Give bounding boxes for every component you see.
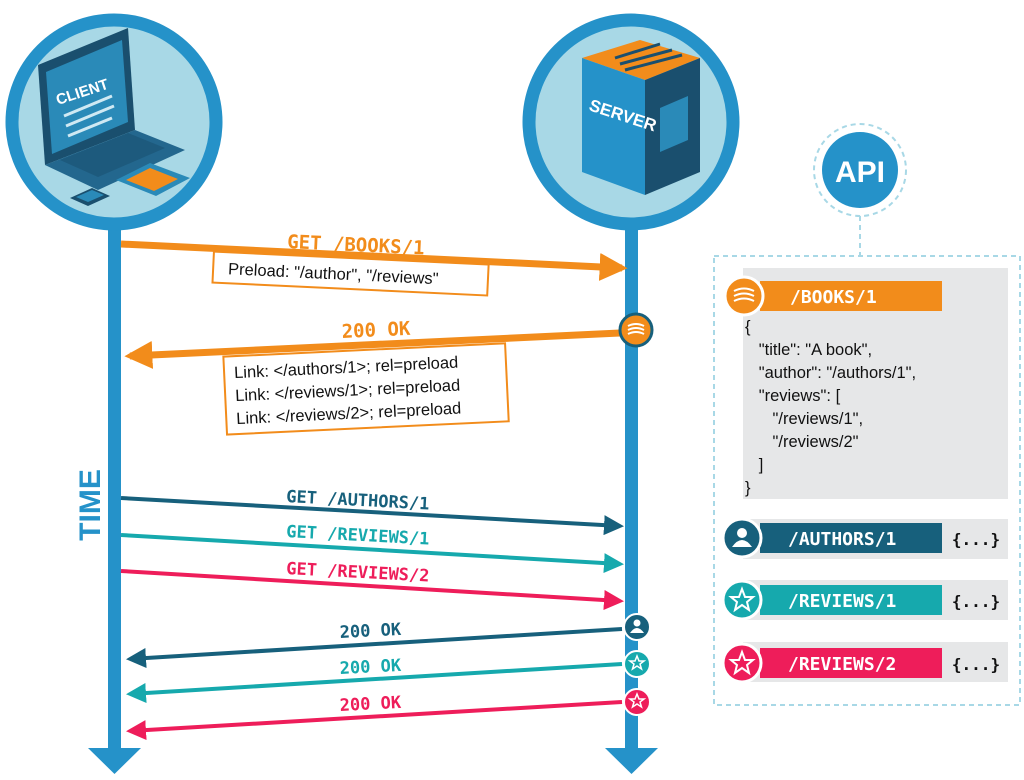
client-timeline: [88, 228, 141, 774]
api-reviews1-stub: {...}: [952, 592, 1000, 611]
msg-resp-books-label: 200 OK: [341, 318, 411, 343]
api-reviews2-route: /REVIEWS/2: [788, 654, 896, 675]
msg-resp-books: 200 OK Link: </authors/1>; rel=preload L…: [124, 312, 654, 436]
msg-resp-authors: 200 OK: [126, 613, 651, 669]
star-icon: [627, 653, 647, 671]
book-stack-icon: [627, 323, 645, 335]
api-books-route: /BOOKS/1: [790, 287, 877, 308]
star-icon: [627, 691, 647, 709]
user-icon: [732, 528, 752, 547]
msg-get-books: GET /BOOKS/1 Preload: "/author", "/revie…: [120, 231, 628, 297]
api-authors-stub: {...}: [952, 530, 1000, 549]
msg-resp-reviews2: 200 OK: [126, 688, 651, 741]
msg-resp-authors-label: 200 OK: [339, 620, 402, 643]
api-books-json: { "title": "A book", "author": "/authors…: [745, 318, 917, 497]
api-node: API: [813, 123, 907, 256]
msg-resp-reviews1-label: 200 OK: [339, 656, 402, 679]
client-node: CLIENT: [5, 13, 223, 231]
star-icon: [728, 649, 756, 676]
star-marker: [623, 688, 651, 716]
msg-get-reviews2: GET /REVIEWS/2: [120, 559, 624, 611]
api-reviews1-entry: /REVIEWS/1 {...}: [721, 579, 1008, 621]
msg-resp-reviews2-label: 200 OK: [339, 693, 402, 716]
api-reviews2-stub: {...}: [952, 655, 1000, 674]
api-container: [713, 255, 1021, 706]
api-reviews1-route: /REVIEWS/1: [788, 591, 896, 612]
msg-get-books-note-box: [211, 250, 490, 297]
user-icon: [630, 619, 644, 633]
star-marker: [623, 650, 651, 678]
msg-resp-reviews1: 200 OK: [126, 650, 651, 704]
server-icon: [582, 40, 700, 195]
book-stack-marker: [618, 312, 654, 348]
msg-get-authors: GET /AUTHORS/1: [120, 487, 624, 536]
client-timeline-arrowhead: [88, 748, 141, 774]
api-authors-route: /AUTHORS/1: [788, 529, 896, 550]
time-label: TIME: [74, 469, 107, 541]
phone-icon: [70, 188, 110, 206]
api-authors-entry: /AUTHORS/1 {...}: [721, 517, 1008, 559]
book-stack-icon: [733, 287, 755, 302]
laptop-icon: [38, 28, 185, 190]
tablet-icon: [116, 163, 190, 196]
star-icon: [728, 586, 756, 613]
user-marker: [623, 613, 651, 641]
api-label: API: [835, 156, 885, 189]
msg-resp-books-note-box: [222, 342, 510, 436]
api-books-entry: /BOOKS/1: [723, 268, 1008, 499]
server-node: SERVER: [522, 13, 740, 231]
msg-get-reviews1: GET /REVIEWS/1: [120, 522, 624, 574]
api-reviews2-entry: /REVIEWS/2 {...}: [721, 642, 1008, 684]
server-timeline-arrowhead: [605, 748, 658, 774]
